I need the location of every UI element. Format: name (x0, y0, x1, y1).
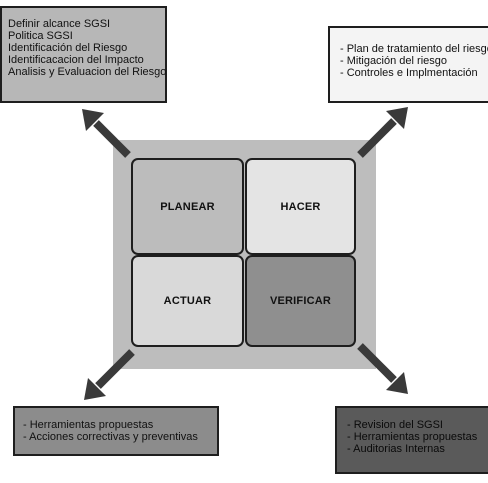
check-notes-box: - Revision del SGSI - Herramientas propu… (335, 406, 488, 474)
do-notes-box: - Plan de tratamiento del riesgo - Mitig… (328, 26, 488, 103)
plan-note-line: Definir alcance SGSI (8, 18, 111, 30)
arrow-up-right-icon (357, 107, 408, 158)
act-notes-box: - Herramientas propuestas - Acciones cor… (13, 406, 219, 456)
do-note-line: - Controles e Implmentación (340, 67, 478, 79)
act-note-line: - Herramientas propuestas (23, 419, 154, 431)
plan-note-line: Politica SGSI (8, 30, 73, 42)
do-note-line: - Mitigación del riesgo (340, 55, 447, 67)
plan-note-line: Identificacacion del Impacto (8, 54, 144, 66)
quadrant-check: VERIFICAR (245, 255, 356, 347)
check-note-line: - Auditorias Internas (347, 443, 445, 455)
arrow-down-right-icon (357, 343, 408, 394)
quadrant-act: ACTUAR (131, 255, 244, 347)
check-note-line: - Herramientas propuestas (347, 431, 478, 443)
quadrant-do: HACER (245, 158, 356, 255)
check-note-line: - Revision del SGSI (347, 419, 443, 431)
arrow-down-left-icon (84, 349, 135, 400)
plan-note-line: Analisis y Evaluacion del Riesgo (8, 66, 167, 78)
act-note-line: - Acciones correctivas y preventivas (23, 431, 198, 443)
arrow-up-left-icon (82, 109, 131, 158)
do-note-line: - Plan de tratamiento del riesgo (340, 43, 488, 55)
plan-notes-box: Definir alcance SGSI Politica SGSI Ident… (0, 6, 167, 103)
plan-note-line: Identificación del Riesgo (8, 42, 128, 54)
quadrant-plan: PLANEAR (131, 158, 244, 255)
